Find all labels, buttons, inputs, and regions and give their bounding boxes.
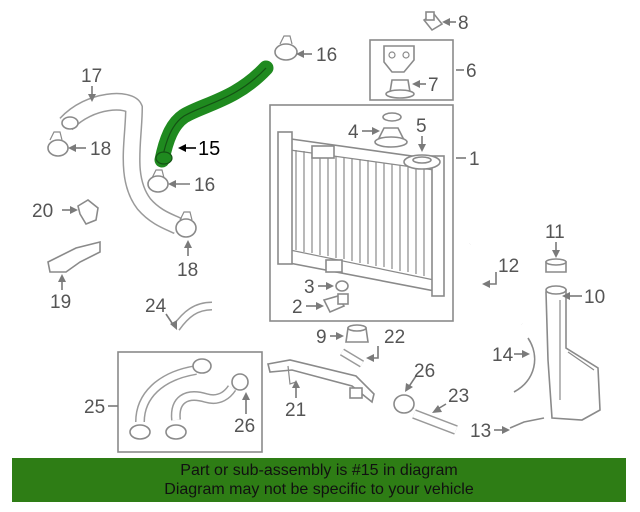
reservoir-cap-11	[545, 258, 567, 273]
banner-line-2: Diagram may not be specific to your vehi…	[164, 481, 474, 498]
hose-clamp-18-lower	[175, 211, 197, 238]
hose-kit-clamp-4	[165, 424, 187, 440]
banner-line-1: Part or sub-assembly is #15 in diagram	[180, 462, 458, 479]
callout-18-upper: 18	[90, 139, 111, 160]
bracket-assembly-box	[369, 39, 454, 101]
leader-lines	[58, 18, 582, 434]
callout-11: 11	[545, 222, 565, 243]
callout-10: 10	[584, 287, 605, 308]
callout-26-pipe: 26	[414, 361, 435, 382]
parts-diagram: 1 2 3 4 5 6 7 8 9 10 11 12 13 14 15 16 1…	[32, 11, 605, 453]
callout-2: 2	[292, 297, 303, 318]
callout-8: 8	[458, 13, 469, 34]
hose-clamp-16-top	[274, 35, 298, 61]
callout-24: 24	[145, 296, 167, 317]
hose-kit-clamp-2	[231, 373, 249, 391]
water-pipe	[267, 359, 375, 404]
callout-22: 22	[384, 327, 405, 348]
callout-1: 1	[469, 149, 480, 170]
reservoir-tank	[545, 285, 601, 421]
hose-kit-clamp-1	[192, 358, 212, 374]
callout-3: 3	[304, 277, 315, 298]
hose-kit-clamp-3	[129, 424, 151, 440]
callout-5: 5	[416, 116, 427, 137]
callout-16-lower: 16	[194, 175, 215, 196]
info-banner: Part or sub-assembly is #15 in diagram D…	[12, 458, 626, 502]
callout-16-top: 16	[316, 45, 337, 66]
callout-19: 19	[50, 292, 71, 313]
callout-4: 4	[348, 122, 359, 143]
cap-9	[345, 324, 369, 343]
hose-clamp-18-upper	[47, 131, 69, 157]
callout-14: 14	[492, 345, 514, 366]
radiator	[277, 131, 445, 297]
hose-end	[155, 151, 173, 165]
callout-7: 7	[428, 75, 439, 96]
hose-clamp-26	[393, 394, 415, 414]
drain-plug	[322, 293, 349, 314]
hose-clip	[77, 199, 99, 225]
callout-18-lower: 18	[177, 260, 198, 281]
hose-bracket	[47, 240, 101, 273]
bracket	[383, 45, 415, 73]
callout-20: 20	[32, 201, 53, 222]
tube-13	[509, 417, 545, 429]
callout-6: 6	[466, 61, 477, 82]
radiator-cap	[374, 112, 408, 148]
callout-15: 15	[198, 138, 220, 160]
o-ring	[335, 280, 349, 292]
callout-13: 13	[470, 421, 491, 442]
tube-14	[513, 337, 536, 393]
callout-25: 25	[84, 397, 105, 418]
radiator-assembly-box	[269, 104, 454, 322]
seal	[403, 154, 441, 170]
sensor	[422, 11, 444, 32]
callout-21: 21	[285, 400, 306, 421]
hose-kit-box	[117, 351, 263, 453]
callout-23: 23	[448, 386, 469, 407]
callout-12: 12	[498, 256, 519, 277]
reservoir-cap-7	[385, 79, 415, 99]
callout-9: 9	[316, 327, 327, 348]
callout-26-box: 26	[234, 416, 255, 437]
hose-clamp-16-lower	[147, 169, 169, 193]
callout-17: 17	[81, 66, 102, 87]
